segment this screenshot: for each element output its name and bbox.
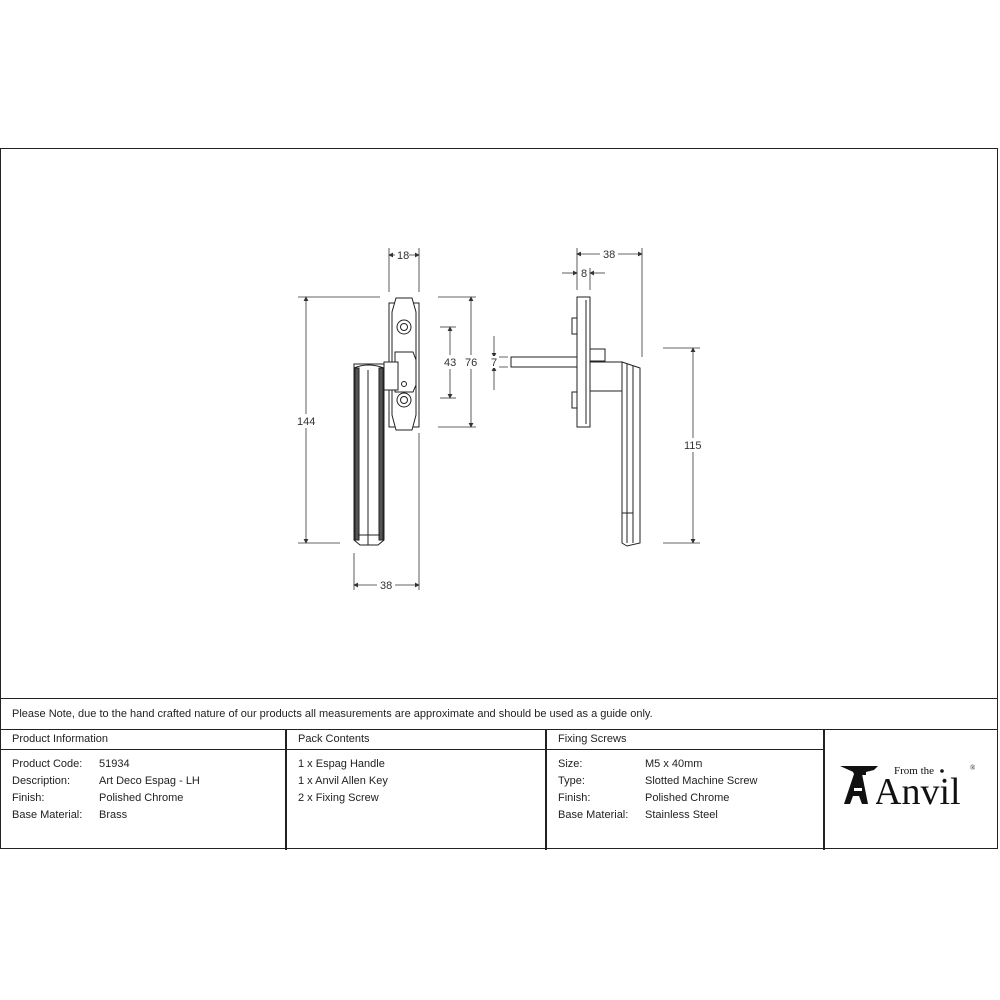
front-view [353,297,420,546]
pack-item: 2 x Fixing Screw [298,792,379,804]
dim-115: 115 [684,440,702,452]
value: Brass [99,809,128,821]
size-row: Size: M5 x 40mm [558,756,823,773]
measurement-note: Please Note, due to the hand crafted nat… [0,698,998,729]
label: Description: [12,775,71,787]
pack-contents-section: Pack Contents 1 x Espag Handle 1 x Anvil… [286,730,545,850]
value: Polished Chrome [99,792,184,804]
dim-76: 76 [465,357,477,369]
dim-8: 8 [581,268,587,280]
label: Size: [558,758,583,770]
value: Stainless Steel [645,809,718,821]
label: Base Material: [558,809,629,821]
fixing-screws-section: Fixing Screws Size: M5 x 40mm Type: Slotte… [546,730,823,850]
product-code-row: Product Code: 51934 [12,756,285,773]
logo-registered-mark: ® [970,764,976,772]
column-divider [545,730,547,850]
finish-row: Finish: Polished Chrome [12,790,285,807]
drawing-frame [0,148,998,849]
finish-row: Finish: Polished Chrome [558,790,823,807]
dim-7: 7 [491,357,497,369]
value: Art Deco Espag - LH [99,775,200,787]
logo-brand: Anvil [874,771,961,810]
anvil-icon: Anvil From the ® [840,764,976,813]
label: Finish: [558,792,591,804]
base-material-row: Base Material: Stainless Steel [558,807,823,824]
fixing-screws-heading: Fixing Screws [546,730,823,750]
base-material-row: Base Material: Brass [12,807,285,824]
value: Slotted Machine Screw [645,775,758,787]
product-information-heading: Product Information [0,730,285,750]
logo-prefix: From the [894,765,934,777]
pack-item: 1 x Anvil Allen Key [298,775,388,787]
label: Type: [558,775,585,787]
pack-contents-heading: Pack Contents [286,730,545,750]
label: Base Material: [12,809,83,821]
type-row: Type: Slotted Machine Screw [558,773,823,790]
side-view [510,296,641,547]
anvil-logo: Anvil From the ® [838,760,988,813]
value: 51934 [99,758,130,770]
dim-18: 18 [397,250,409,262]
column-divider [823,730,825,850]
dim-38-side: 38 [603,249,615,261]
info-table: Product Information Product Code: 51934 D… [0,729,998,850]
product-information-section: Product Information Product Code: 51934 D… [0,730,285,850]
pack-item: 1 x Espag Handle [298,758,385,770]
description-row: Description: Art Deco Espag - LH [12,773,285,790]
label: Product Code: [12,758,83,770]
dim-144: 144 [297,416,315,428]
label: Finish: [12,792,45,804]
dim-43: 43 [444,357,456,369]
value: M5 x 40mm [645,758,703,770]
dim-38-front: 38 [380,580,392,592]
column-divider [285,730,287,850]
value: Polished Chrome [645,792,730,804]
